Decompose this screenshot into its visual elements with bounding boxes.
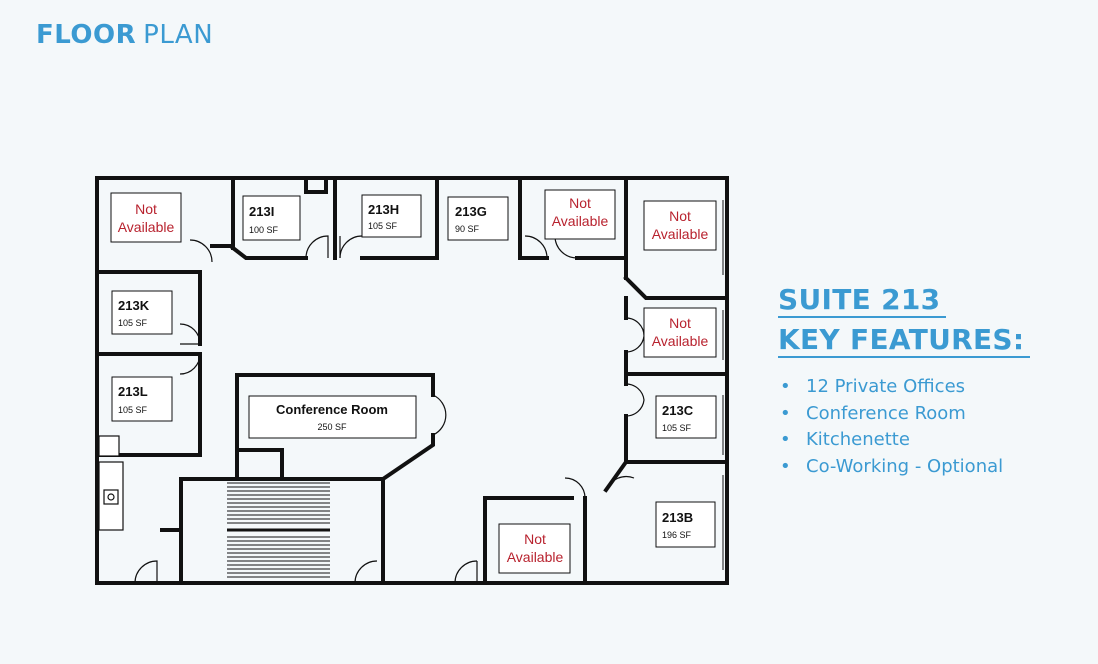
room-name: 213C <box>662 403 694 418</box>
room-name: 213H <box>368 202 399 217</box>
room-area: 196 SF <box>662 530 692 540</box>
not-available-line1: Not <box>669 315 691 331</box>
features-list: 12 Private Offices Conference Room Kitch… <box>778 374 1078 480</box>
room-213C: 213C 105 SF <box>655 395 717 439</box>
not-available-room: Not Available <box>110 192 182 243</box>
title-bold: FLOOR <box>36 20 137 50</box>
not-available-line2: Available <box>652 333 709 349</box>
room-name: 213B <box>662 510 693 525</box>
not-available-room: Not Available <box>643 200 717 251</box>
not-available-line2: Available <box>507 549 564 565</box>
room-213L: 213L 105 SF <box>111 376 173 422</box>
features-heading-line2: KEY FEATURES: <box>778 320 1078 360</box>
stair-treads <box>227 482 330 578</box>
not-available-line2: Available <box>552 213 609 229</box>
room-name: 213L <box>118 384 148 399</box>
room-area: 100 SF <box>249 225 279 235</box>
room-213H: 213H 105 SF <box>361 194 422 238</box>
not-available-room: Not Available <box>643 307 717 358</box>
feature-item: Conference Room <box>778 401 1078 428</box>
not-available-line2: Available <box>652 226 709 242</box>
feature-item: 12 Private Offices <box>778 374 1078 401</box>
kitchenette <box>98 435 124 531</box>
not-available-room: Not Available <box>498 523 571 574</box>
feature-item: Co-Working - Optional <box>778 454 1078 481</box>
key-features-panel: SUITE 213 KEY FEATURES: 12 Private Offic… <box>778 280 1078 480</box>
doors <box>134 235 645 584</box>
room-213G: 213G 90 SF <box>447 196 509 241</box>
title-light: PLAN <box>143 20 214 50</box>
walls <box>95 176 729 585</box>
room-213B: 213B 196 SF <box>655 501 716 548</box>
feature-item: Kitchenette <box>778 427 1078 454</box>
room-area: 105 SF <box>118 318 148 328</box>
room-213K: 213K 105 SF <box>111 290 173 335</box>
not-available-line1: Not <box>669 208 691 224</box>
not-available-line1: Not <box>569 195 591 211</box>
room-area: 250 SF <box>317 422 347 432</box>
room-area: 90 SF <box>455 224 480 234</box>
room-name: 213G <box>455 204 487 219</box>
not-available-room: Not Available <box>544 189 616 240</box>
room-name: 213I <box>249 204 274 219</box>
room-213I: 213I 100 SF <box>242 195 301 241</box>
room-area: 105 SF <box>662 423 692 433</box>
room-conference: Conference Room 250 SF <box>248 395 417 439</box>
not-available-line1: Not <box>135 201 157 217</box>
room-name: 213K <box>118 298 150 313</box>
room-name: Conference Room <box>276 402 388 417</box>
not-available-line2: Available <box>118 219 175 235</box>
features-heading-line1: SUITE 213 <box>778 280 1078 320</box>
room-area: 105 SF <box>118 405 148 415</box>
not-available-line1: Not <box>524 531 546 547</box>
room-area: 105 SF <box>368 221 398 231</box>
